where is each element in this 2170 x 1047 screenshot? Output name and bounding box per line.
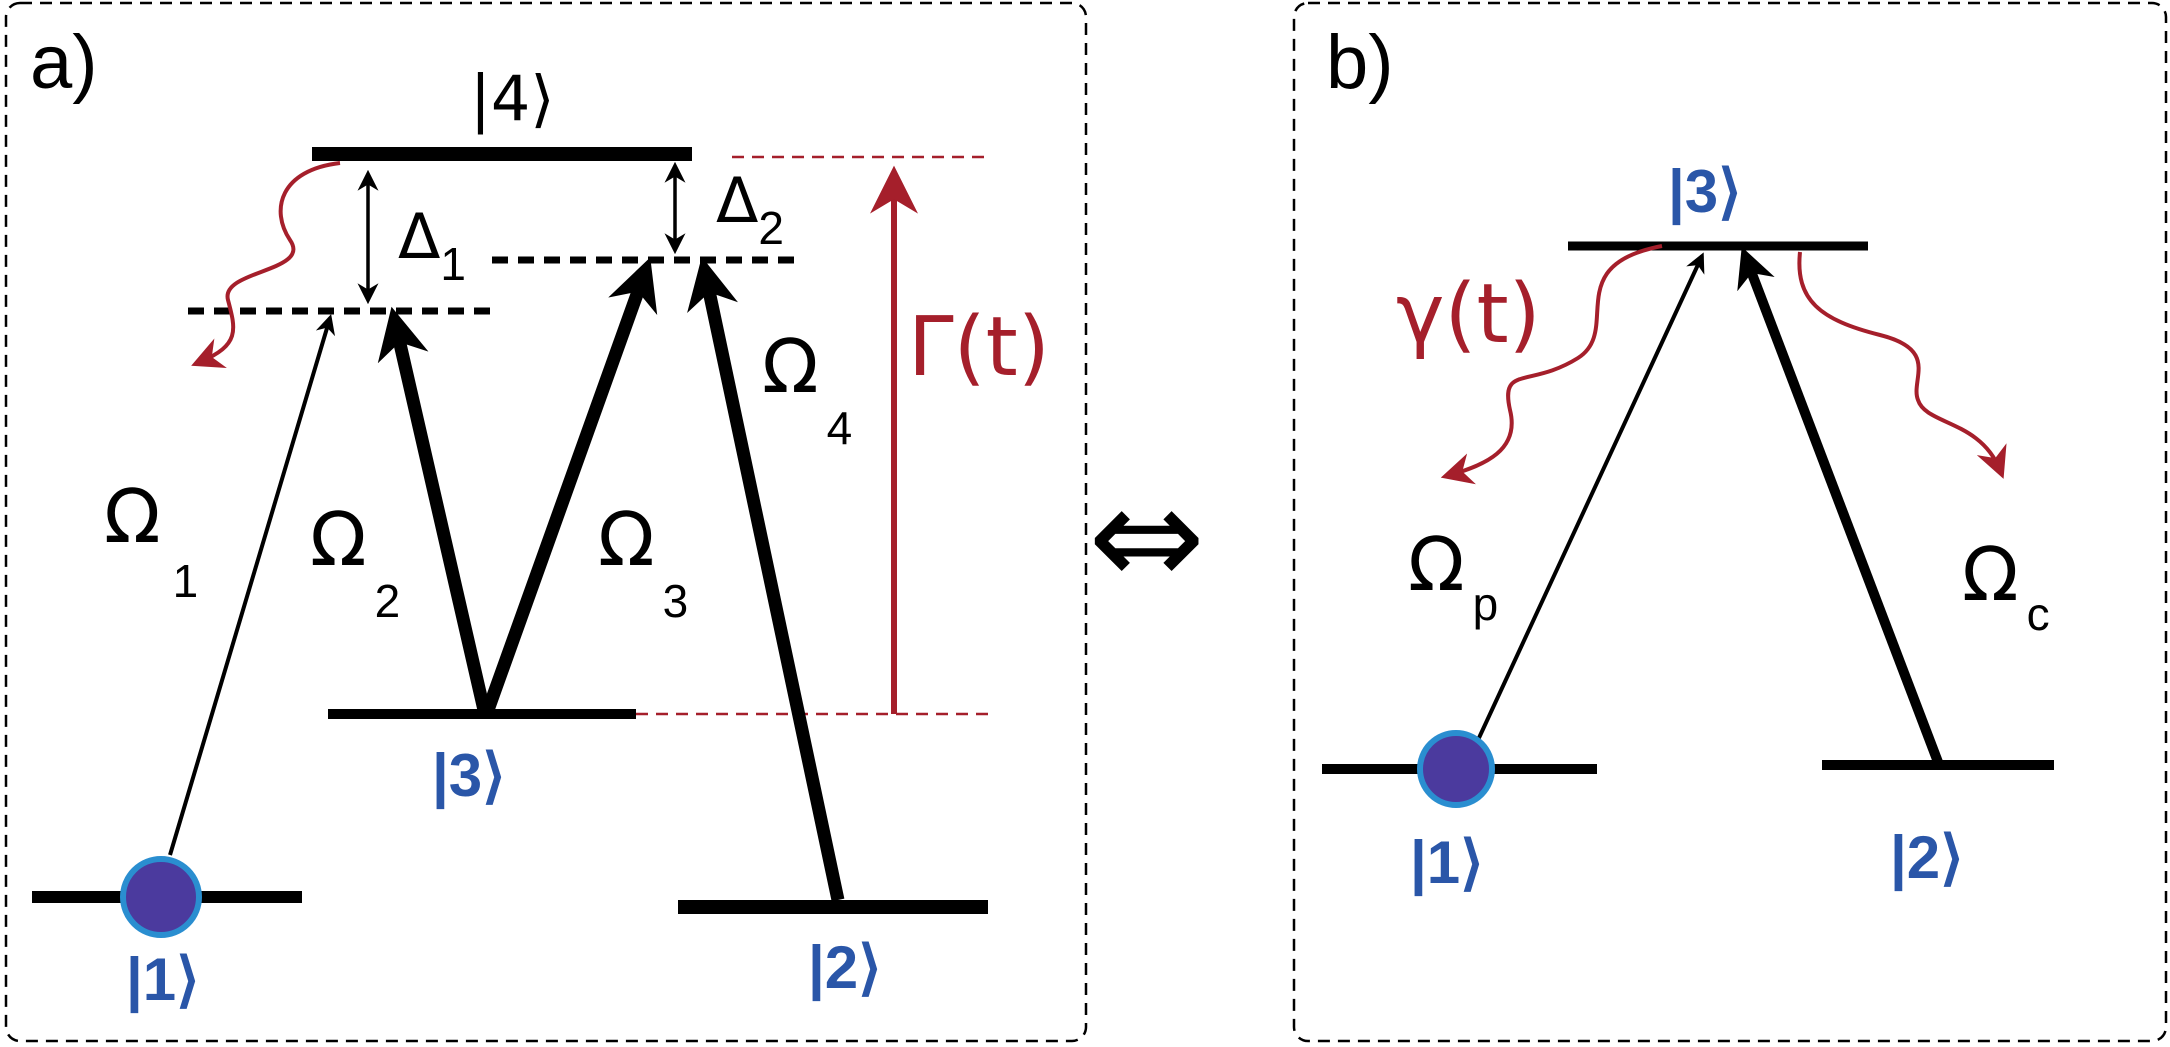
omega3-arrow (481, 257, 658, 713)
omega-p-arrow (1476, 252, 1705, 741)
ket2-label: |2⟩ (808, 934, 882, 1002)
atom-population-a (120, 856, 202, 938)
decay-wavy-arrow-c (1797, 251, 2007, 479)
omega3-label: Ω3 (598, 497, 688, 627)
omega2-label: Ω2 (310, 497, 400, 627)
delta1-label: Δ1 (398, 200, 466, 290)
ket4-label: |4⟩ (470, 62, 555, 136)
ket1-label-b: |1⟩ (1410, 829, 1484, 897)
ket2-label-b: |2⟩ (1890, 824, 1964, 892)
panel-a-label: a) (30, 20, 98, 105)
panel-a: a) Γ(t) Δ1 Δ2 Ω1 Ω2 (4, 1, 1088, 1043)
omega4-label: Ω4 (762, 324, 852, 454)
omega-c-arrow (1737, 246, 1943, 764)
decay-wavy-arrow-a (191, 161, 341, 368)
decay-wavy-arrow-gamma (1440, 244, 1663, 485)
panel-a-frame (4, 1, 1088, 1043)
delta2-label: Δ2 (716, 164, 784, 254)
ket3-label-b: |3⟩ (1668, 158, 1742, 226)
omega2-arrow (377, 306, 491, 712)
omega1-label: Ω1 (104, 474, 198, 607)
ket3-label: |3⟩ (432, 742, 506, 810)
gamma-label: Γ(t) (908, 300, 1050, 395)
omega1-arrow (168, 314, 336, 856)
panel-b-label: b) (1326, 20, 1394, 105)
ket1-label: |1⟩ (126, 946, 200, 1014)
equivalence-arrow: ⇔ (1088, 456, 1205, 619)
gamma-label-b: γ(t) (1396, 267, 1541, 362)
atom-population-b (1417, 730, 1495, 808)
panel-b-frame (1292, 1, 2168, 1043)
omega4-arrow (687, 256, 845, 902)
